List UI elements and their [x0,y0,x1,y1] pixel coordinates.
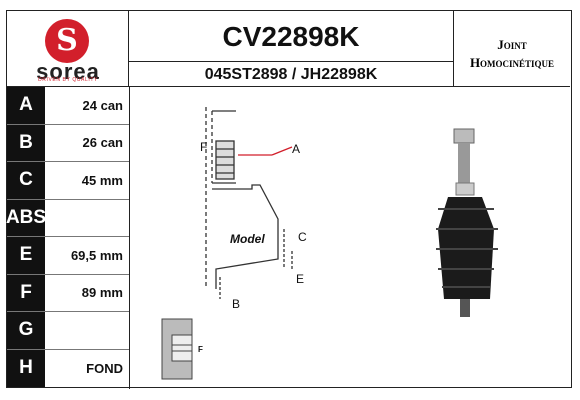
schematic [205,107,293,299]
dim-label-b: B [232,297,240,311]
brand-name: sorea [36,59,100,84]
spec-label: H [7,349,45,387]
spec-row: C 45 mm [7,162,129,200]
spec-row: F 89 mm [7,274,129,312]
brand-mark-icon: S [45,19,89,63]
spec-table: A 24 can B 26 can C 45 mm ABS E 69,5 mm F 89 … [6,87,129,387]
spec-value [45,200,129,237]
cv-joint-photo [436,128,498,317]
product-type-line1: Joint [497,37,527,52]
spec-value: 45 mm [81,172,123,188]
dim-label-a: A [292,142,300,156]
spec-label: F [7,274,45,311]
spec-label: G [7,312,45,349]
spec-row: B 26 can [7,124,129,162]
alt-refs-cell: 045ST2898 / JH22898K [129,62,453,87]
alt-refs: 045ST2898 / JH22898K [204,66,378,83]
column-divider [129,87,130,389]
brand-tagline: DRIVEN BY QUALITY [38,77,98,83]
part-number-cell: CV22898K [129,11,453,62]
spec-label: B [7,124,45,161]
spec-row: G [7,312,129,350]
spec-label: ABS [6,199,46,236]
dim-label-c: C [298,230,307,244]
dim-label-e: E [296,272,304,286]
part-number: CV22898K [222,21,360,52]
spec-row: E 69,5 mm [7,237,129,275]
spec-label: C [7,162,45,199]
cross-section-thumbnail [161,318,193,380]
product-sheet: S sorea DRIVEN BY QUALITY CV22898K 045ST… [6,10,572,389]
spec-value: 89 mm [81,285,123,301]
spec-label: A [7,87,45,124]
product-type-cell: Joint Homocinétique [453,11,570,87]
spec-row: A 24 can [7,87,129,125]
dim-label-f: F [200,140,207,154]
spec-row: H FOND [7,349,129,387]
spec-value: 26 can [82,135,123,151]
spec-value [45,312,129,349]
model-label: Model [230,232,265,246]
spec-row: ABS [6,199,129,237]
spec-value: 69,5 mm [70,247,123,263]
joint-drawing: F A C E B Model F [161,107,498,380]
spec-label: E [7,237,45,274]
product-type-line2: Homocinétique [469,55,555,70]
spec-value: 24 can [82,97,123,113]
thumb-label-f: F [198,345,203,354]
brand-logo: S sorea DRIVEN BY QUALITY [7,11,129,87]
spec-value: FOND [86,360,123,376]
